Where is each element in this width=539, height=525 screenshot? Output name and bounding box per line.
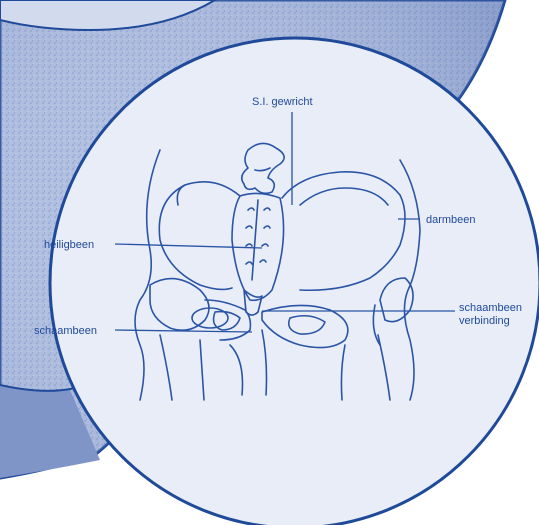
label-sacrum: heiligbeen: [44, 239, 94, 251]
label-iliac: darmbeen: [426, 214, 476, 226]
label-si-joint: S.I. gewricht: [252, 96, 313, 108]
zoom-circle: [50, 38, 539, 525]
label-pubis: schaambeen: [34, 325, 97, 337]
label-pubic-symphysis-line1: schaambeen: [459, 302, 522, 314]
label-pubic-symphysis-line2: verbinding: [459, 315, 510, 327]
